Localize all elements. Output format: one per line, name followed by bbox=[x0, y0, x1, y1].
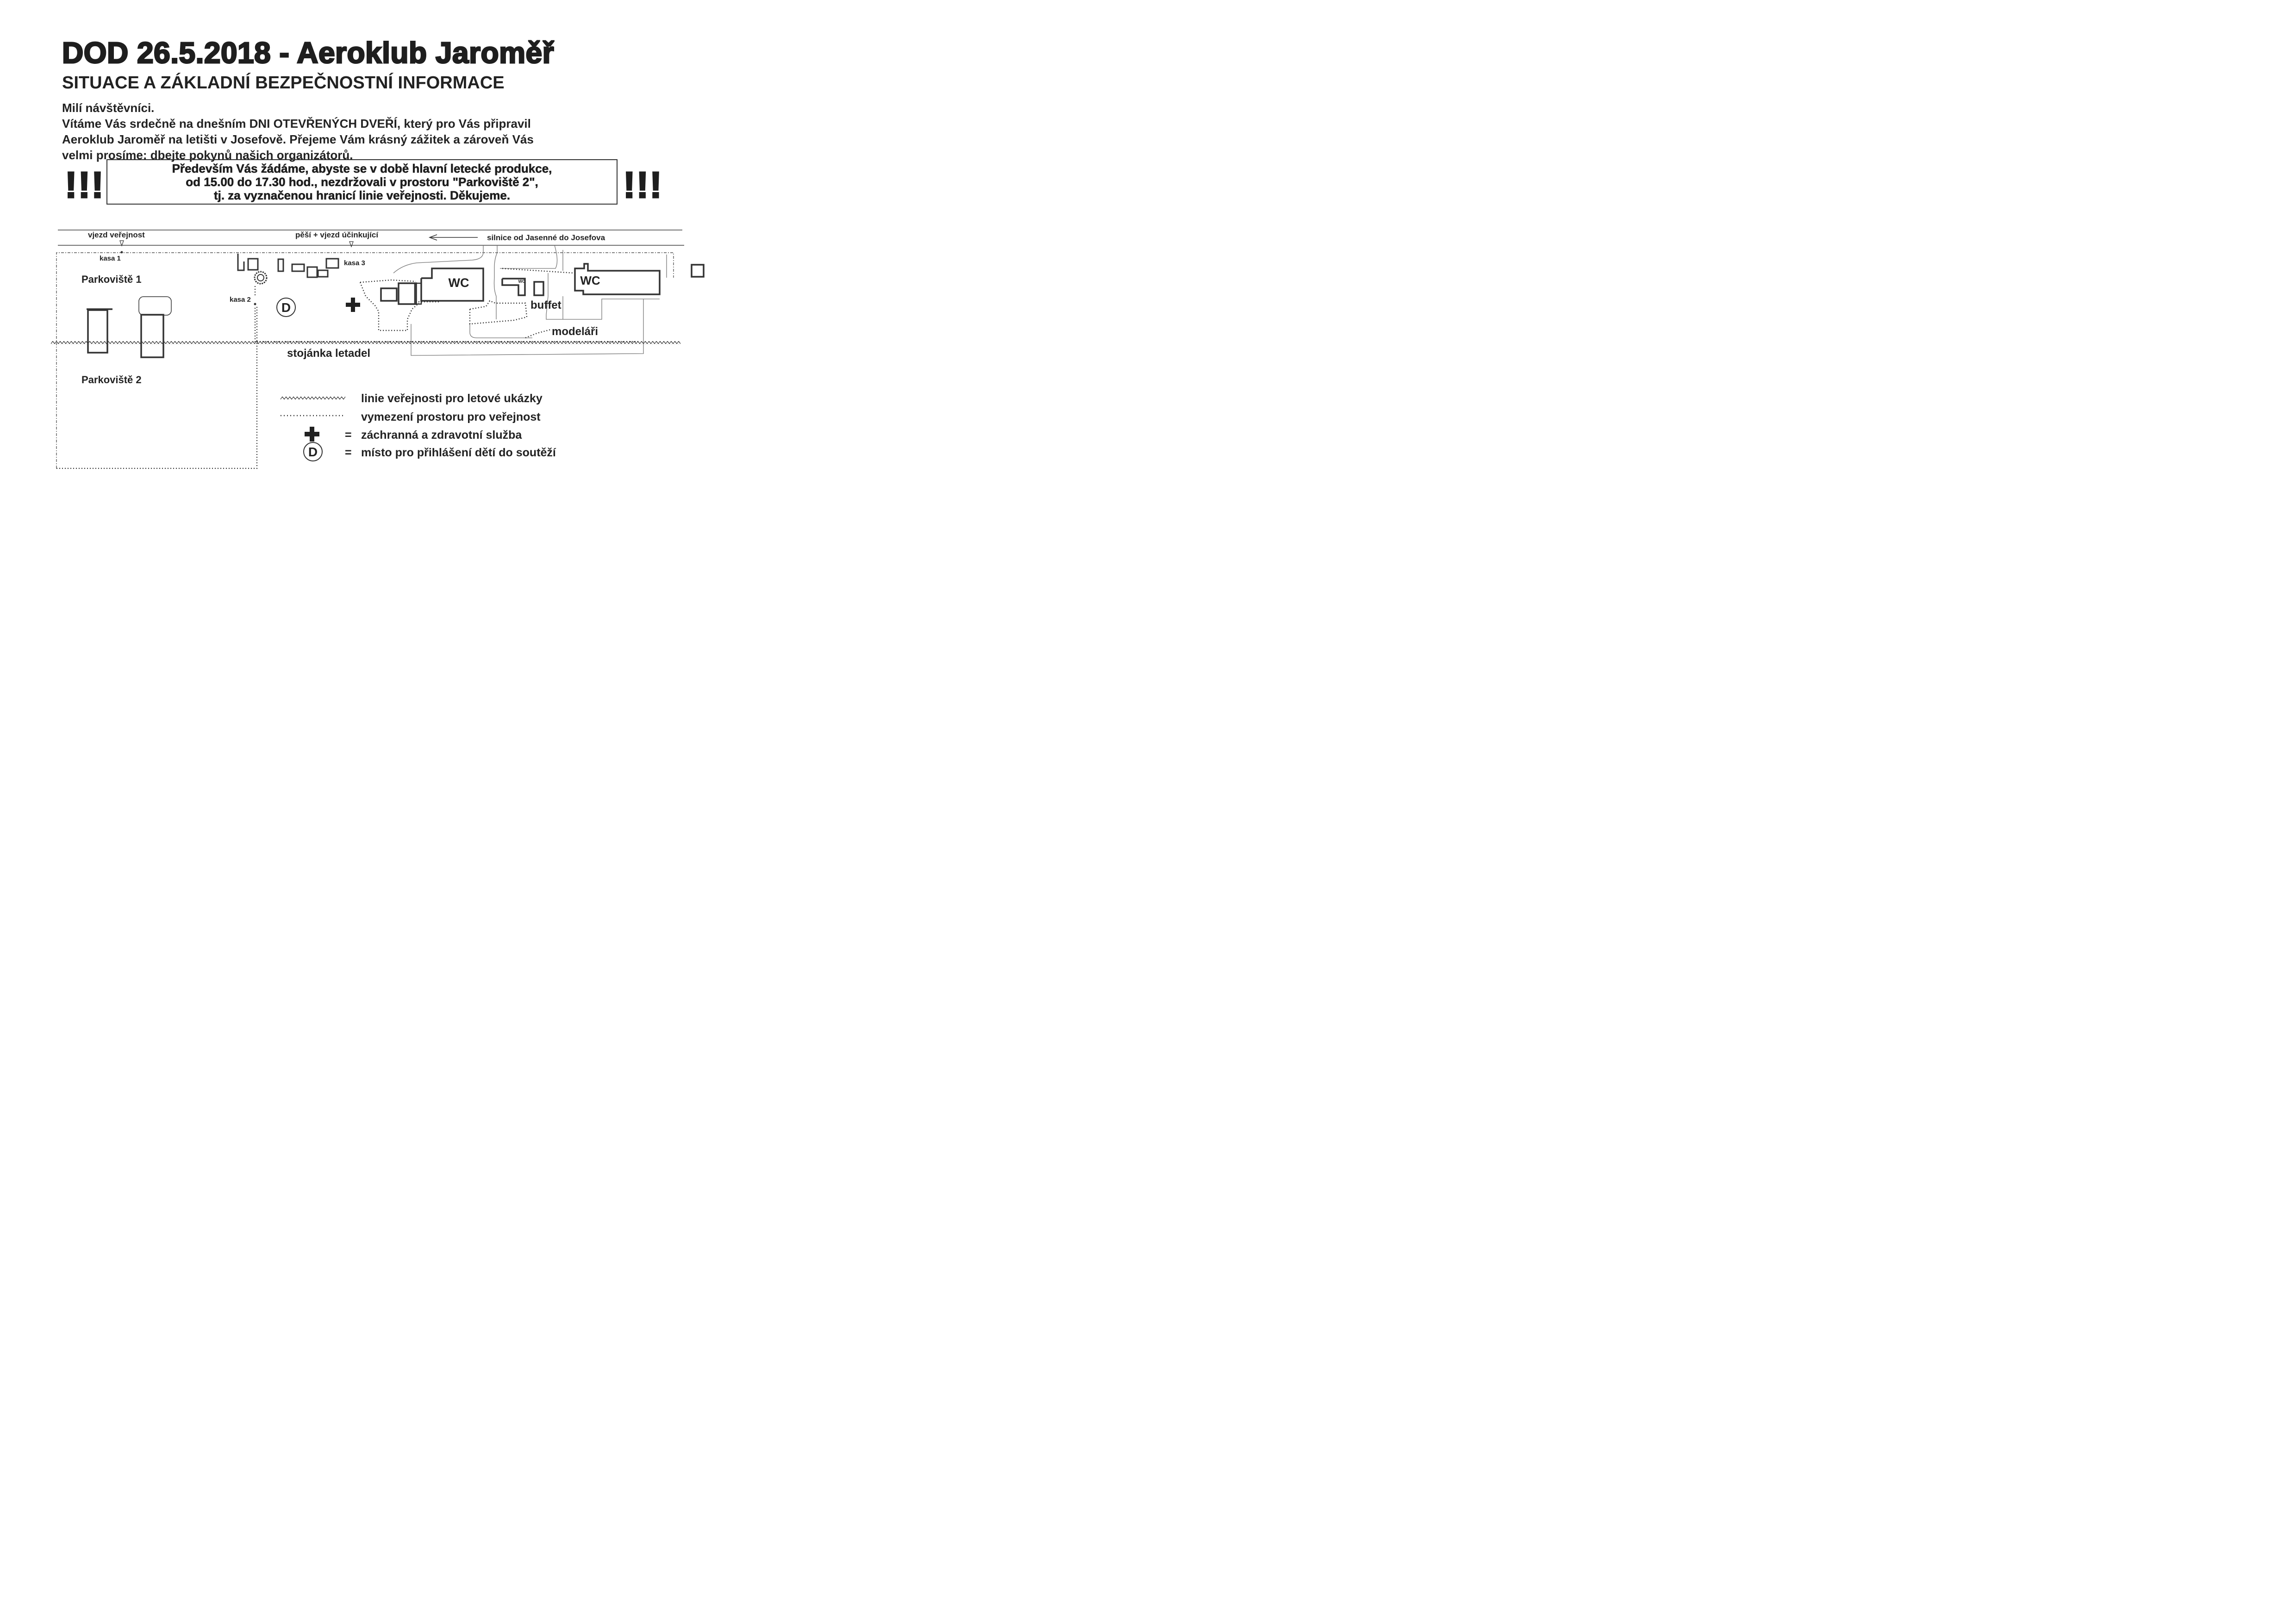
legend: linie veřejnosti pro letové ukázky vymez… bbox=[281, 392, 556, 461]
warning-line-2: od 15.00 do 17.30 hod., nezdržovali v pr… bbox=[186, 175, 538, 189]
warning-line-1: Především Vás žádáme, abyste se v době h… bbox=[172, 162, 552, 175]
label-pesi-vjezd: pěší + vjezd účinkující bbox=[295, 230, 379, 239]
legend-text-4: místo pro přihlášení dětí do soutěží bbox=[361, 446, 556, 459]
label-wc-1: WC bbox=[449, 276, 469, 290]
public-line-zigzag bbox=[51, 341, 680, 345]
tree-icon bbox=[254, 271, 268, 285]
road bbox=[58, 230, 684, 246]
entrance-marker-2 bbox=[349, 241, 354, 248]
label-silnice: silnice od Jasenné do Josefova bbox=[487, 233, 605, 242]
kasa-2-point bbox=[254, 303, 256, 305]
label-kasa-1: kasa 1 bbox=[100, 255, 121, 262]
label-stojanka: stojánka letadel bbox=[287, 347, 370, 360]
direction-arrow bbox=[428, 234, 478, 241]
site-map: vjezd veřejnost pěší + vjezd účinkující … bbox=[51, 230, 705, 469]
warning-text: Především Vás žádáme, abyste se v době h… bbox=[107, 162, 617, 202]
main-building bbox=[380, 268, 484, 305]
legend-d-circle-icon: D bbox=[303, 442, 323, 461]
d-marker-text: D bbox=[281, 300, 291, 315]
legend-zigzag-symbol bbox=[281, 396, 345, 400]
cross-icon bbox=[346, 298, 360, 312]
inner-paths bbox=[393, 245, 667, 356]
exclamation-right: !!! bbox=[623, 164, 663, 205]
label-modelari: modeláři bbox=[552, 325, 598, 338]
right-building bbox=[501, 263, 661, 296]
isolated-building bbox=[691, 264, 705, 278]
intro-line-1: Milí návštěvníci. bbox=[62, 101, 155, 115]
exclamation-left: !!! bbox=[64, 164, 105, 205]
legend-text-2: vymezení prostoru pro veřejnost bbox=[361, 411, 541, 423]
intro-line-2: Vítáme Vás srdečně na dnešním DNI OTEVŘE… bbox=[62, 117, 531, 131]
hangar-left bbox=[87, 308, 112, 354]
intro-line-3: Aeroklub Jaroměř na letišti v Josefově. … bbox=[62, 132, 534, 146]
label-vjezd-verejnost: vjezd veřejnost bbox=[88, 230, 145, 239]
page-subtitle: SITUACE A ZÁKLADNÍ BEZPEČNOSTNÍ INFORMAC… bbox=[62, 73, 505, 93]
label-wc-small: WC bbox=[518, 279, 525, 284]
label-kasa-3: kasa 3 bbox=[344, 259, 365, 267]
entrance-marker-1 bbox=[119, 240, 124, 247]
label-wc-2: WC bbox=[580, 274, 600, 287]
warning-box: Především Vás žádáme, abyste se v době h… bbox=[106, 159, 618, 205]
kasa-1-point bbox=[120, 251, 123, 254]
page-title: DOD 26.5.2018 - Aeroklub Jaroměř bbox=[62, 36, 555, 69]
kiosk-buildings bbox=[237, 254, 339, 278]
legend-text-1: linie veřejnosti pro letové ukázky bbox=[361, 392, 543, 405]
legend-prefix-3: = bbox=[345, 429, 352, 442]
public-boundary bbox=[359, 268, 575, 339]
label-kasa-2: kasa 2 bbox=[230, 296, 251, 304]
d-marker: D bbox=[276, 298, 296, 317]
hangar-right bbox=[138, 296, 172, 358]
legend-text-3: záchranná a zdravotní služba bbox=[361, 429, 522, 442]
legend-d-text: D bbox=[308, 445, 318, 459]
parking-2-boundary bbox=[56, 306, 258, 469]
label-buffet: buffet bbox=[530, 299, 562, 311]
intro-text: Milí návštěvníci. Vítáme Vás srdečně na … bbox=[62, 100, 534, 163]
legend-prefix-4: = bbox=[345, 446, 352, 459]
warning-line-3: tj. za vyznačenou hranicí linie veřejnos… bbox=[213, 188, 511, 202]
legend-cross-icon bbox=[305, 427, 319, 442]
label-parkoviste-2: Parkoviště 2 bbox=[81, 374, 142, 386]
label-parkoviste-1: Parkoviště 1 bbox=[81, 274, 142, 285]
area-boundary bbox=[56, 252, 674, 468]
